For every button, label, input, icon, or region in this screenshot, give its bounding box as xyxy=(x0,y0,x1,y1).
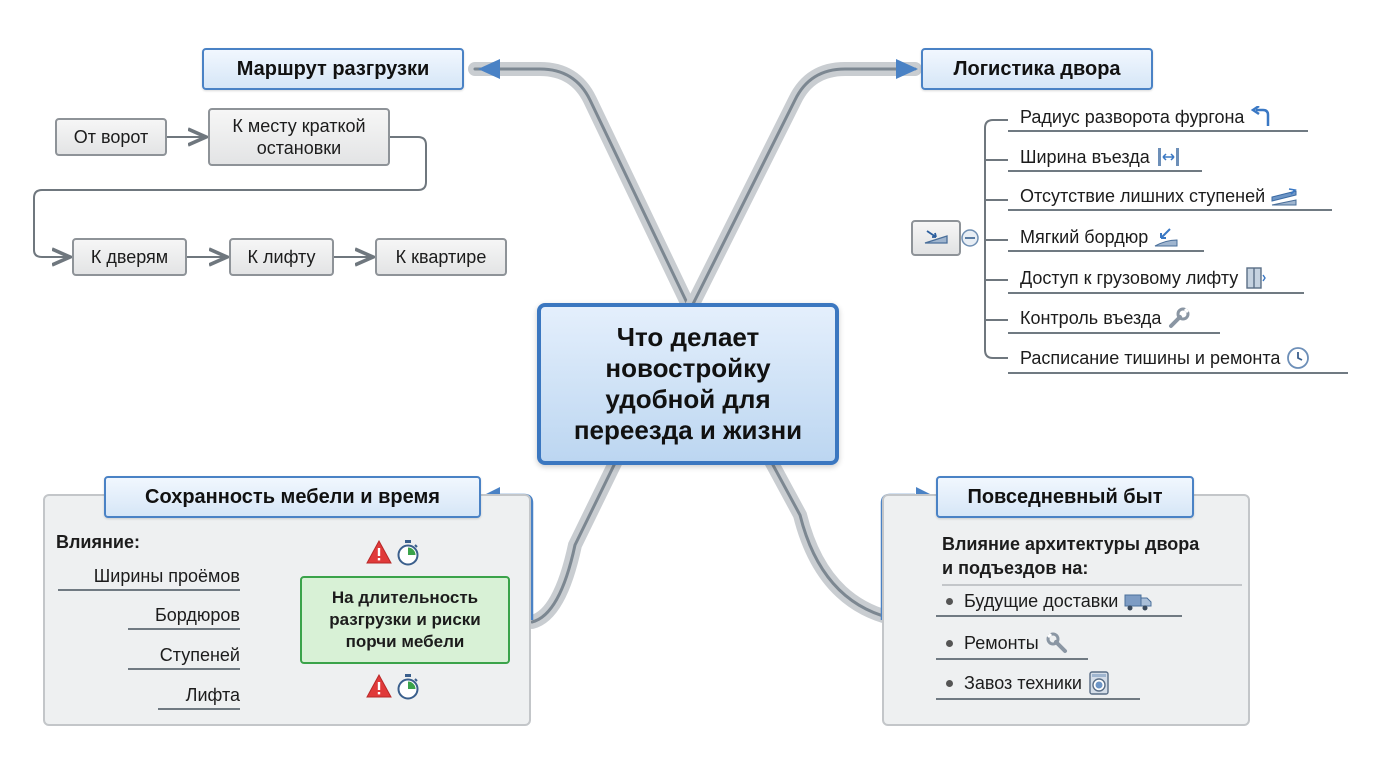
impact-line: порчи мебели xyxy=(345,632,465,651)
curb-ramp-icon xyxy=(1154,226,1178,248)
branch-title-daily[interactable]: Повседневный быт xyxy=(936,476,1194,518)
yard-item-soft-curb[interactable]: Мягкий бордюр xyxy=(1008,226,1204,252)
route-step-gates[interactable]: От ворот xyxy=(55,118,167,156)
daily-item-deliveries[interactable]: Будущие доставки xyxy=(936,591,1182,617)
route-step-elevator[interactable]: К лифту xyxy=(229,238,334,276)
central-topic-line: удобной для xyxy=(605,384,771,414)
freight-elevator-icon xyxy=(1244,266,1267,290)
branch-title-route[interactable]: Маршрут разгрузки xyxy=(202,48,464,90)
risk-icons-top xyxy=(366,539,420,571)
stopwatch-icon xyxy=(396,674,420,705)
yard-item-freight-elevator[interactable]: Доступ к грузовому лифту xyxy=(1008,266,1304,294)
daily-heading-line: Влияние архитектуры двора xyxy=(942,534,1200,554)
factor-openings[interactable]: Ширины проёмов xyxy=(58,566,240,591)
width-measure-icon xyxy=(1156,146,1182,168)
factor-curbs[interactable]: Бордюров xyxy=(128,605,240,630)
daily-item-appliances[interactable]: Завоз техники xyxy=(936,671,1140,700)
central-topic[interactable]: Что делает новостройку удобной для перее… xyxy=(537,303,839,465)
branch-title-furniture[interactable]: Сохранность мебели и время xyxy=(104,476,481,518)
daily-item-label: Завоз техники xyxy=(964,672,1082,693)
yard-item-turn-radius[interactable]: Радиус разворота фургона xyxy=(1008,106,1308,132)
yard-item-label: Отсутствие лишних ступеней xyxy=(1020,186,1266,206)
clock-icon xyxy=(1286,346,1310,370)
central-topic-line: новостройку xyxy=(605,353,771,383)
daily-item-label: Будущие доставки xyxy=(964,591,1119,611)
yard-item-label: Расписание тишины и ремонта xyxy=(1020,347,1281,368)
daily-item-repairs[interactable]: Ремонты xyxy=(936,631,1088,660)
wrench-icon xyxy=(1167,306,1191,330)
daily-item-label: Ремонты xyxy=(964,632,1039,653)
risk-icons-bottom xyxy=(366,673,420,705)
impact-line: разгрузки и риски xyxy=(329,610,481,629)
factor-steps[interactable]: Ступеней xyxy=(128,645,240,670)
route-step-doors[interactable]: К дверям xyxy=(72,238,187,276)
daily-heading: Влияние архитектуры двора и подъездов на… xyxy=(942,532,1242,586)
central-topic-line: переезда и жизни xyxy=(573,415,803,445)
wrench-icon xyxy=(1045,631,1069,655)
delivery-truck-icon xyxy=(1124,592,1152,612)
bullet-dot xyxy=(946,639,953,647)
warning-icon xyxy=(366,539,392,571)
branch-title-yard[interactable]: Логистика двора xyxy=(921,48,1153,90)
bullet-dot xyxy=(946,598,953,605)
central-topic-line: Что делает xyxy=(616,322,760,352)
washing-machine-icon xyxy=(1088,671,1110,695)
ramp-icon xyxy=(923,227,949,250)
yard-item-label: Контроль въезда xyxy=(1020,307,1162,328)
yard-item-label: Доступ к грузовому лифту xyxy=(1020,267,1239,288)
yard-item-label: Мягкий бордюр xyxy=(1020,226,1149,247)
yard-item-quiet-schedule[interactable]: Расписание тишины и ремонта xyxy=(1008,346,1348,374)
impact-line: На длительность xyxy=(331,588,479,607)
yard-ramp-node[interactable] xyxy=(911,220,961,256)
bullet-dot xyxy=(946,679,953,687)
furniture-impact-node[interactable]: На длительность разгрузки и риски порчи … xyxy=(300,576,510,664)
steps-icon xyxy=(1271,187,1297,207)
factor-elevator[interactable]: Лифта xyxy=(158,685,240,710)
daily-panel xyxy=(882,494,1250,726)
warning-icon xyxy=(366,673,392,705)
yard-item-entry-width[interactable]: Ширина въезда xyxy=(1008,146,1202,172)
route-step-short-stop[interactable]: К месту краткой остановки xyxy=(208,108,390,166)
yard-item-label: Радиус разворота фургона xyxy=(1020,106,1245,127)
yard-item-label: Ширина въезда xyxy=(1020,146,1150,167)
daily-heading-line: и подъездов на: xyxy=(942,558,1089,578)
stopwatch-icon xyxy=(396,540,420,571)
route-step-apartment[interactable]: К квартире xyxy=(375,238,507,276)
influence-label: Влияние: xyxy=(56,532,140,552)
yard-item-entry-control[interactable]: Контроль въезда xyxy=(1008,306,1220,334)
yard-item-no-steps[interactable]: Отсутствие лишних ступеней xyxy=(1008,186,1332,211)
u-turn-arrow-icon xyxy=(1250,106,1272,128)
